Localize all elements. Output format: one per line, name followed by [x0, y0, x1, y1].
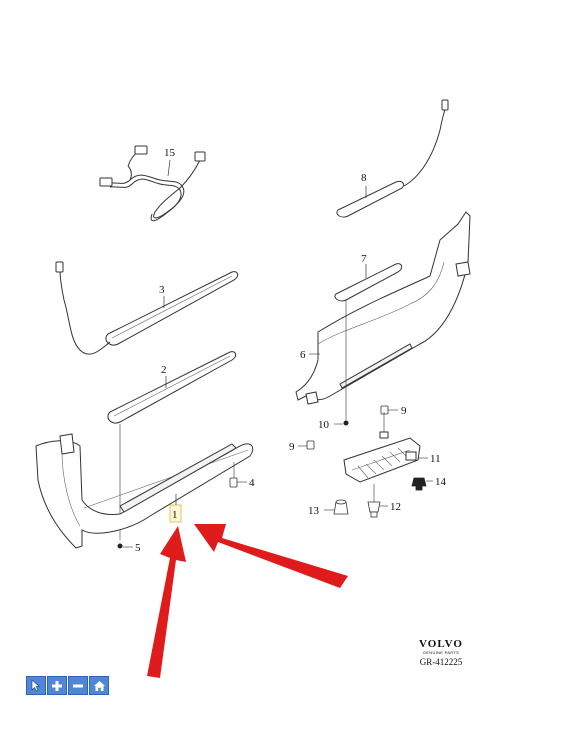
part-3-illuminated-scuff-plate[interactable] — [55, 261, 239, 355]
callout-8[interactable]: 8 — [361, 172, 367, 184]
red-arrow-vertical — [147, 526, 186, 678]
viewer-toolbar — [26, 676, 109, 695]
brand-subtitle: GENUINE PARTS — [422, 650, 460, 655]
home-icon — [93, 680, 105, 691]
callout-5[interactable]: 5 — [135, 542, 141, 554]
callout-3[interactable]: 3 — [159, 284, 165, 296]
pointer-button[interactable] — [26, 676, 46, 695]
red-arrow-diagonal — [194, 524, 348, 588]
part-13-grommet[interactable] — [333, 499, 349, 515]
pointer-icon — [31, 679, 41, 692]
zoom-out-icon — [73, 684, 83, 687]
zoom-in-icon — [52, 680, 62, 691]
part-1-front-sill-trim[interactable] — [35, 433, 254, 549]
part-9-clip-upper[interactable] — [380, 405, 389, 415]
callout-10[interactable]: 10 — [318, 419, 330, 431]
part-2-front-scuff-strip[interactable] — [107, 351, 237, 424]
callout-6[interactable]: 6 — [300, 349, 306, 361]
callout-13[interactable]: 13 — [308, 505, 320, 517]
part-7-rear-scuff-strip[interactable] — [334, 263, 403, 302]
callout-1-highlight — [169, 504, 182, 523]
zoom-out-button[interactable] — [68, 676, 88, 695]
callout-1[interactable]: 1 — [172, 509, 178, 521]
part-9-clip-lower[interactable] — [306, 440, 315, 450]
callout-12[interactable]: 12 — [390, 501, 401, 513]
home-button[interactable] — [89, 676, 109, 695]
callout-9-lower[interactable]: 9 — [289, 441, 295, 453]
part-12-clip[interactable] — [367, 501, 381, 518]
brand-name: VOLVO — [419, 638, 463, 650]
diagram-code: GR-412225 — [419, 657, 463, 667]
part-10-pin[interactable] — [343, 420, 349, 426]
brand-logo: VOLVO GENUINE PARTS — [408, 638, 474, 656]
callout-14[interactable]: 14 — [435, 476, 447, 488]
part-11-bracket[interactable] — [343, 431, 421, 483]
callout-2[interactable]: 2 — [161, 364, 167, 376]
part-5-pin[interactable] — [117, 543, 123, 549]
part-15-connector — [99, 145, 206, 187]
part-15-wiring-harness[interactable] — [107, 149, 201, 222]
callout-7[interactable]: 7 — [361, 253, 367, 265]
part-8-rear-scuff-strip[interactable] — [336, 99, 449, 218]
leader-15 — [167, 159, 171, 177]
part-6-rear-sill-trim[interactable] — [295, 211, 471, 405]
part-4-clip[interactable] — [229, 477, 238, 488]
zoom-in-button[interactable] — [47, 676, 67, 695]
callout-11[interactable]: 11 — [430, 453, 441, 465]
callout-4[interactable]: 4 — [249, 477, 255, 489]
callout-9-upper[interactable]: 9 — [401, 405, 407, 417]
part-14-clip[interactable] — [411, 477, 427, 491]
callout-15[interactable]: 15 — [164, 147, 176, 159]
